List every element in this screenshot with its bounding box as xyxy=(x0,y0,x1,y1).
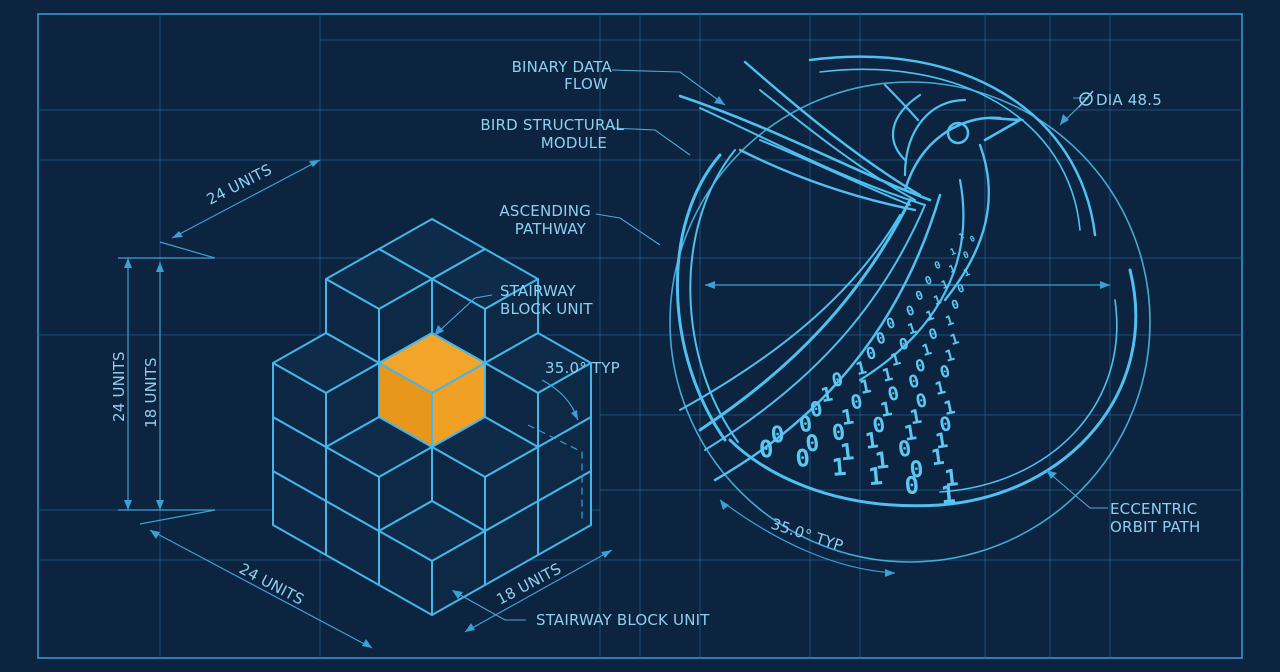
binary-digit: 1 xyxy=(939,277,950,292)
background-grid xyxy=(38,14,1242,658)
block-right-face xyxy=(484,446,539,532)
label-dim-top: 24 UNITS xyxy=(204,160,275,208)
binary-digit: 0 xyxy=(908,456,925,483)
label-bird-module-2: MODULE xyxy=(541,134,607,152)
binary-digit: 1 xyxy=(878,397,894,422)
label-angle-top: 35.0° TYP xyxy=(545,359,620,377)
block-right-face xyxy=(431,530,486,616)
binary-digit: 1 xyxy=(902,420,918,446)
binary-digit: 0 xyxy=(864,343,878,364)
binary-digit: 0 xyxy=(968,234,976,244)
binary-digit: 1 xyxy=(858,376,873,399)
diameter-icon xyxy=(1078,90,1094,108)
label-dim-left-inner: 18 UNITS xyxy=(142,357,160,428)
label-orbit-2: ORBIT PATH xyxy=(1110,518,1201,536)
binary-digit: 1 xyxy=(874,448,891,475)
binary-digit: 0 xyxy=(886,383,901,406)
binary-digit: 1 xyxy=(908,405,924,430)
bird-orbit-illustration xyxy=(669,55,1151,563)
binary-digit: 1 xyxy=(831,453,848,482)
binary-digit: 0 xyxy=(897,437,913,464)
binary-digit: 0 xyxy=(955,281,966,296)
binary-digit: 1 xyxy=(942,397,957,420)
binary-digit: 1 xyxy=(839,404,855,430)
binary-digit: 0 xyxy=(907,371,922,393)
label-bird-module: BIRD STRUCTURAL xyxy=(480,116,624,134)
binary-digit: 1 xyxy=(920,340,934,360)
binary-digit: 0 xyxy=(794,444,811,473)
binary-digit: 0 xyxy=(949,297,961,313)
binary-digit: 0 xyxy=(923,273,934,288)
binary-digit: 1 xyxy=(906,321,919,339)
binary-digit: 0 xyxy=(871,412,887,438)
binary-digit: 1 xyxy=(888,349,902,370)
binary-digit: 1 xyxy=(839,439,856,466)
binary-digit: 0 xyxy=(938,361,952,382)
binary-digit: 0 xyxy=(914,288,926,304)
label-stairway-unit: STAIRWAY xyxy=(500,282,577,300)
binary-digit: 0 xyxy=(874,329,888,349)
binary-digit: 0 xyxy=(831,420,847,447)
binary-digit: 1 xyxy=(934,428,950,454)
binary-digit: 0 xyxy=(769,422,786,449)
binary-digit: 0 xyxy=(804,430,821,457)
label-ascending: ASCENDING xyxy=(499,202,591,220)
binary-digit: 0 xyxy=(884,315,897,333)
binary-digit: 1 xyxy=(864,428,880,455)
binary-digit: 1 xyxy=(940,480,957,509)
binary-digit: 1 xyxy=(867,462,884,491)
binary-digit: 1 xyxy=(947,263,957,275)
dim-line-bottom-right xyxy=(464,549,613,633)
binary-digit: 1 xyxy=(962,267,972,279)
label-ascending-2: PATHWAY xyxy=(515,220,587,238)
label-stairway-unit-2: BLOCK UNIT xyxy=(500,300,593,318)
binary-digit: 1 xyxy=(949,247,959,259)
binary-digit: 0 xyxy=(914,390,929,413)
binary-digit: 0 xyxy=(933,260,943,272)
binary-digit: 0 xyxy=(798,412,814,439)
binary-digit: 0 xyxy=(849,390,865,415)
dimension-lines xyxy=(118,159,613,649)
dim-line-bottom-left xyxy=(149,529,373,649)
binary-digit: 1 xyxy=(944,313,956,330)
label-dim-bottom-left: 24 UNITS xyxy=(236,560,307,609)
binary-digit: 0 xyxy=(938,412,954,437)
binary-digit: 1 xyxy=(933,378,948,400)
binary-digit: 1 xyxy=(932,292,944,308)
isometric-block-stack xyxy=(272,218,592,616)
binary-digit: 1 xyxy=(943,346,957,366)
binary-digit: 1 xyxy=(880,365,895,387)
binary-digit: 1 xyxy=(819,382,835,407)
binary-digit: 0 xyxy=(830,369,845,392)
label-diameter: DIA 48.5 xyxy=(1096,91,1162,109)
label-dim-left-outer: 24 UNITS xyxy=(110,351,128,422)
label-orbit: ECCENTRIC xyxy=(1110,500,1197,518)
label-angle-bottom: 35.0° TYP xyxy=(769,515,846,555)
binary-digit: 0 xyxy=(808,397,824,423)
binary-digit: 0 xyxy=(904,303,916,320)
outer-orbit-circle xyxy=(669,81,1151,563)
binary-digit: 0 xyxy=(913,355,927,376)
leader-lines xyxy=(434,69,1108,621)
binary-digit: 0 xyxy=(903,471,920,500)
label-stairway-unit-bottom: STAIRWAY BLOCK UNIT xyxy=(536,611,710,629)
binary-digit: 1 xyxy=(943,465,960,492)
bird-eye xyxy=(946,121,970,145)
binary-digit: 1 xyxy=(854,358,869,380)
block-right-face xyxy=(537,362,592,448)
binary-digit: 1 xyxy=(930,445,946,472)
binary-digit: 0 xyxy=(758,435,775,464)
binary-digit: 1 xyxy=(957,231,965,241)
label-binary-data-flow-2: FLOW xyxy=(564,75,608,93)
annotation-labels: BINARY DATA FLOW BIRD STRUCTURAL MODULE … xyxy=(110,58,1201,629)
binary-digit: 0 xyxy=(962,250,971,261)
label-binary-data-flow: BINARY DATA xyxy=(512,58,613,76)
dim-line-top xyxy=(171,159,321,239)
